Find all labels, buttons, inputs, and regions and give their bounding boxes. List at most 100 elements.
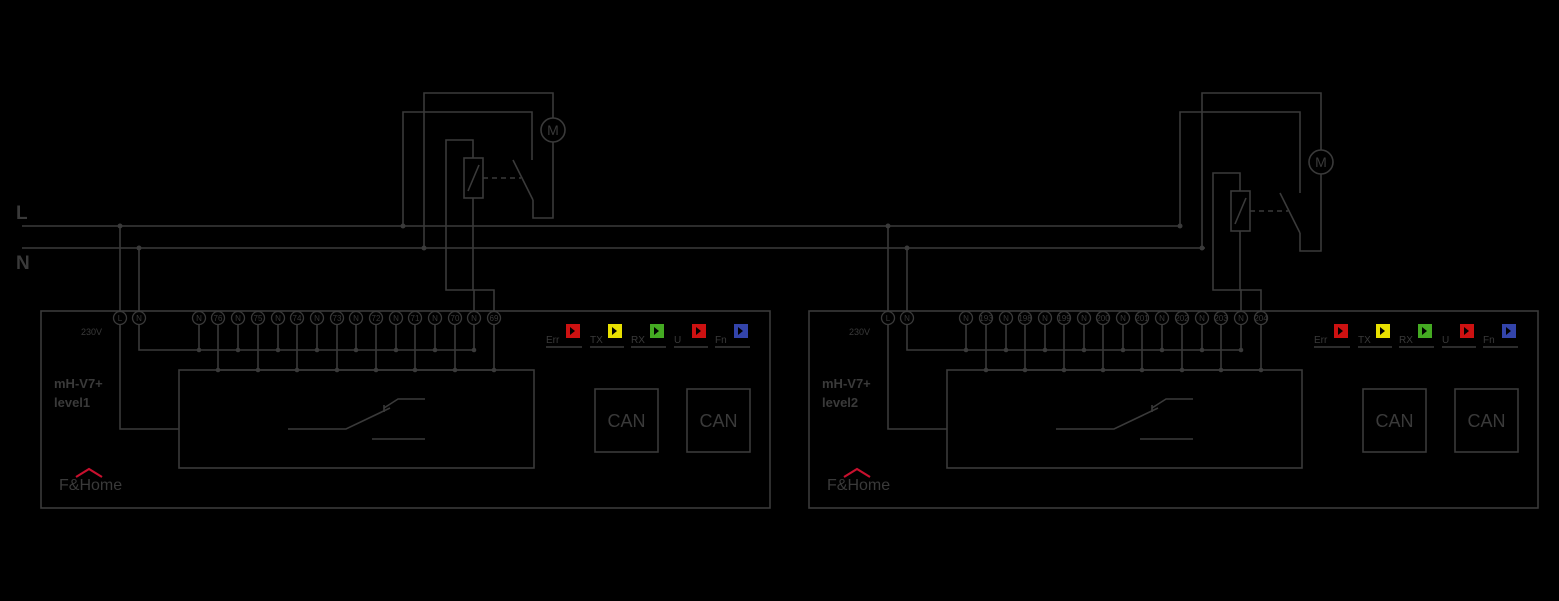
channel-terminal-label: 198	[1018, 314, 1032, 323]
channel-terminal-label: 74	[293, 314, 302, 323]
led-label: Err	[1314, 335, 1328, 346]
channel-terminal	[1134, 310, 1150, 326]
led-arrow-icon	[1464, 327, 1469, 335]
relay-contact-upper	[383, 398, 425, 409]
channel-terminal	[1037, 310, 1053, 326]
terminal-junction	[1218, 367, 1224, 373]
channel-terminal	[1154, 310, 1170, 326]
line-internal-wire	[887, 324, 947, 430]
neutral-distribution	[138, 324, 474, 351]
terminal-junction	[1179, 367, 1185, 373]
channel-terminal	[1233, 310, 1249, 326]
channel-terminal	[998, 310, 1014, 326]
terminal-junction	[373, 367, 379, 373]
channel-terminal-label: 76	[214, 314, 223, 323]
channel-terminal	[289, 310, 305, 326]
power-terminal-label: L	[886, 314, 891, 323]
line-internal-wire	[119, 324, 179, 430]
channel-terminal-label: N	[1042, 314, 1048, 323]
module-subtitle: level1	[54, 395, 90, 410]
terminal-junction	[1022, 367, 1028, 373]
terminal-junction	[1238, 347, 1244, 353]
channel-terminal-label: 199	[1057, 314, 1071, 323]
channel-terminal	[270, 310, 286, 326]
channel-terminal-label: 204	[1254, 314, 1268, 323]
led-arrow-icon	[1422, 327, 1427, 335]
led-label: RX	[631, 335, 645, 346]
terminal-junction	[353, 347, 359, 353]
channel-terminal-label: 72	[372, 314, 381, 323]
thermostat-switch	[1279, 192, 1301, 234]
channel-terminal-label: N	[275, 314, 281, 323]
terminal-junction	[432, 347, 438, 353]
terminal-junction	[1100, 367, 1106, 373]
led-label: U	[1442, 335, 1449, 346]
terminal-junction	[215, 367, 221, 373]
can-port-label: CAN	[607, 411, 645, 431]
voltage-label: 230V	[81, 327, 102, 337]
module-title: mH-V7+	[54, 376, 103, 391]
channel-terminal	[407, 310, 423, 326]
module-subtitle: level2	[822, 395, 858, 410]
line-junction	[885, 223, 891, 229]
channel-terminal	[466, 310, 482, 326]
channel-terminal	[1115, 310, 1131, 326]
channel-terminal	[447, 310, 463, 326]
channel-terminal	[1056, 310, 1072, 326]
channel-terminal	[1095, 310, 1111, 326]
relay-contact-upper	[1151, 398, 1193, 409]
led-arrow-icon	[612, 327, 617, 335]
led-arrow-icon	[570, 327, 575, 335]
channel-terminal-label: N	[353, 314, 359, 323]
channel-terminal-label: N	[471, 314, 477, 323]
channel-terminal	[309, 310, 325, 326]
channel-terminal	[348, 310, 364, 326]
channel-terminal-label: 201	[1135, 314, 1149, 323]
channel-terminal-label: 70	[451, 314, 460, 323]
channel-terminal	[230, 310, 246, 326]
motor-line-junction	[1177, 223, 1183, 229]
motor-neutral-junction	[1199, 245, 1205, 251]
channel-terminal-label: 71	[411, 314, 420, 323]
module-enclosure	[40, 310, 771, 509]
terminal-junction	[983, 367, 989, 373]
channel-terminal-label: 203	[1214, 314, 1228, 323]
terminal-junction	[1061, 367, 1067, 373]
led-arrow-icon	[738, 327, 743, 335]
channel-terminal-label: N	[1081, 314, 1087, 323]
channel-terminal	[1194, 310, 1210, 326]
channel-terminal-label: N	[196, 314, 202, 323]
module-title: mH-V7+	[822, 376, 871, 391]
can-port	[594, 388, 659, 453]
channel-terminal	[427, 310, 443, 326]
channel-terminal-label: N	[432, 314, 438, 323]
neutral-bus-label: N	[16, 253, 30, 274]
led-label: TX	[1358, 335, 1371, 346]
power-terminal-label: L	[118, 314, 123, 323]
channel-terminal	[1076, 310, 1092, 326]
line-bus-label: L	[16, 203, 28, 224]
brand-logo: F&Home	[827, 477, 890, 494]
terminal-junction	[393, 347, 399, 353]
led-arrow-icon	[1338, 327, 1343, 335]
channel-terminal	[191, 310, 207, 326]
channel-terminal-label: 193	[979, 314, 993, 323]
channel-terminal-label: N	[1120, 314, 1126, 323]
led-arrow-icon	[1506, 327, 1511, 335]
coil-slash	[1234, 197, 1247, 225]
neutral-distribution	[906, 324, 1241, 351]
channel-terminal-label: 69	[490, 314, 499, 323]
motor-neutral-junction	[421, 245, 427, 251]
motor-line-wire	[402, 111, 533, 226]
motor-label: M	[1315, 154, 1327, 170]
motor-line-wire	[1179, 111, 1301, 226]
coil-signal-wire	[472, 198, 495, 311]
can-port	[686, 388, 751, 453]
channel-terminal-label: N	[235, 314, 241, 323]
led-label: RX	[1399, 335, 1413, 346]
channel-terminal	[1174, 310, 1190, 326]
led-label: Fn	[715, 335, 727, 346]
led-arrow-icon	[654, 327, 659, 335]
led-label: TX	[590, 335, 603, 346]
